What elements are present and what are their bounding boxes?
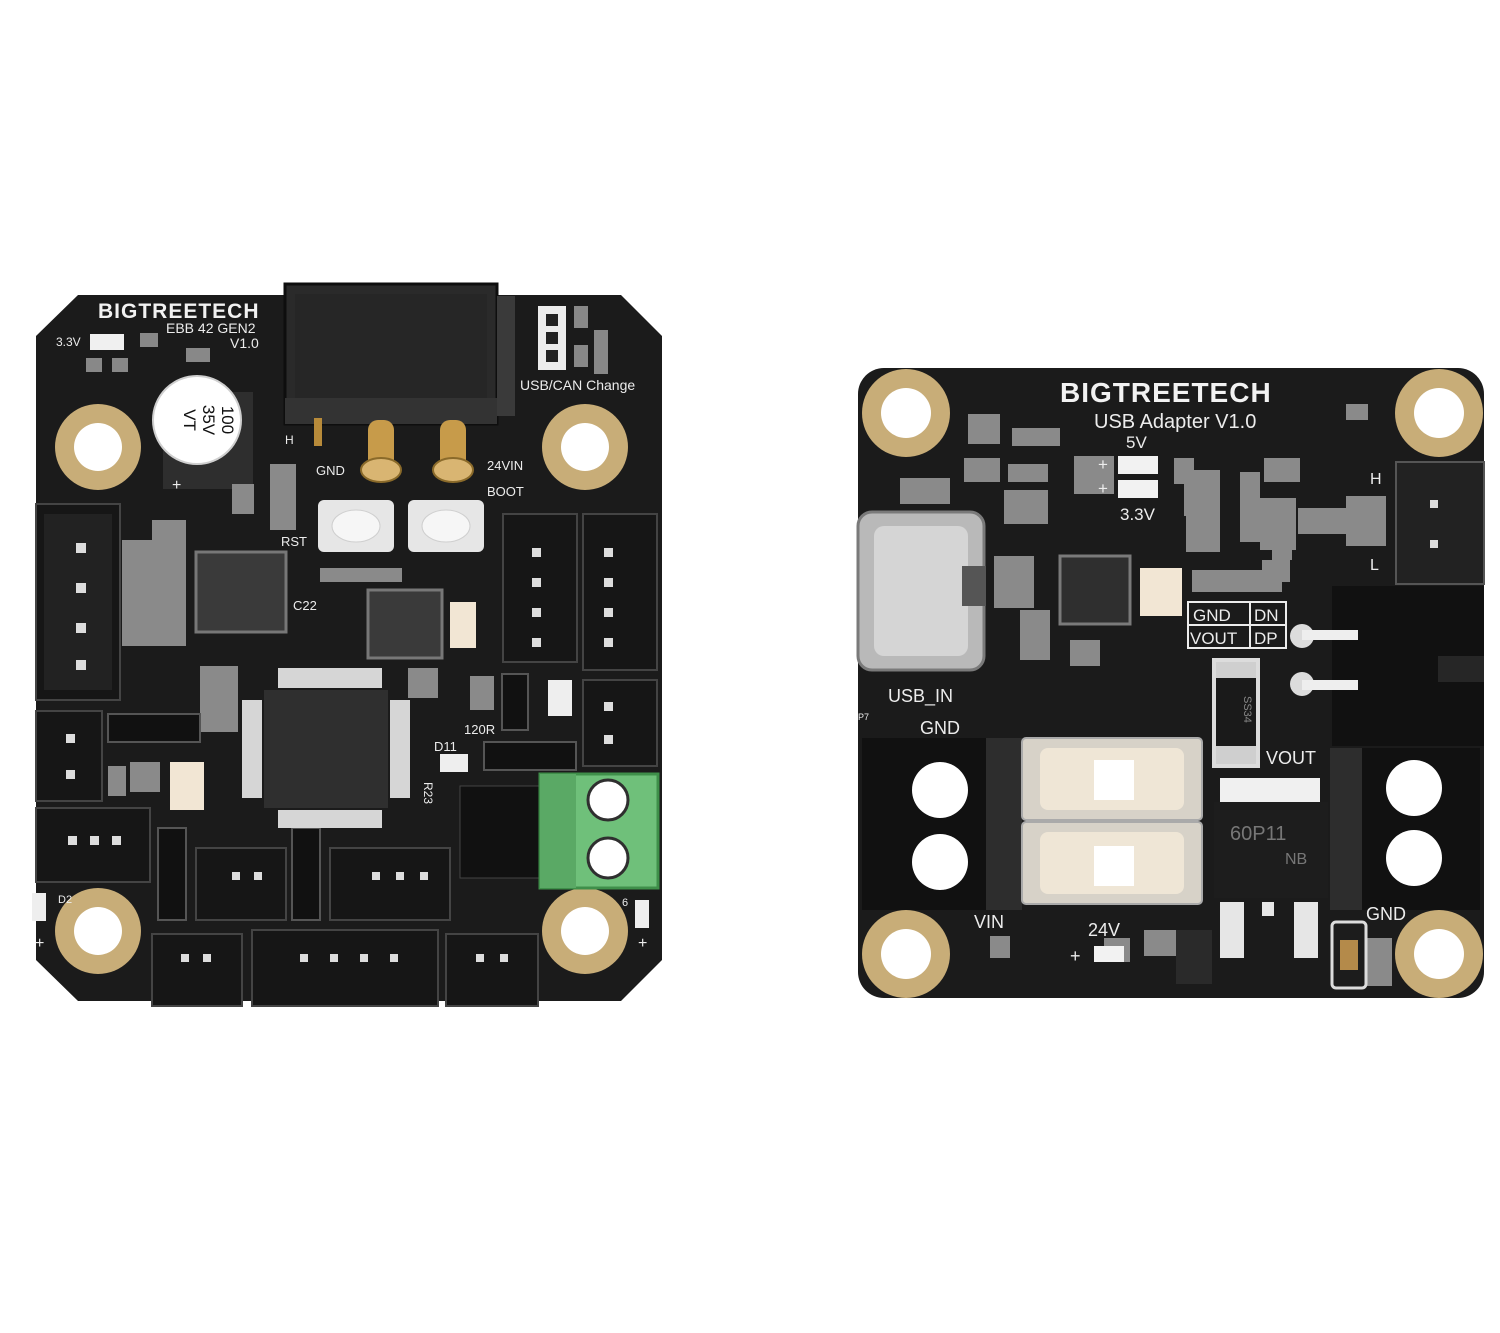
adapter-gnd-bottom-label: GND [1366,904,1406,924]
connector-right-c [582,679,658,767]
usb-adapter-board: SS34 60P11 NB [856,368,1485,998]
adapter-gnd-box-label: GND [1193,606,1231,625]
adapter-gnd-top-label: GND [920,718,960,738]
h-label: H [285,433,294,447]
r23-label: R23 [421,782,435,804]
adapter-dn-box-label: DN [1254,606,1279,625]
driver-chip [194,550,288,634]
electrolytic-capacitor: 100 35V VT [152,375,253,489]
adapter-33v-label: 3.3V [1120,505,1156,524]
capacitor-text-1: 100 [218,406,237,434]
d11-label: D11 [434,739,457,754]
capacitor-text-2: 35V [199,405,218,436]
fuse-top [1021,737,1203,821]
d2-label: D2 [58,894,72,906]
plus-mark-left: + [35,935,44,952]
mounting-hole-top-right [542,404,628,490]
regulator-code: 60P11 [1230,823,1286,845]
connector-mid-1 [195,847,287,921]
adapter-plus-b: + [1098,479,1108,498]
connector-mid-2 [329,847,451,921]
adapter-hole-bottom-right [1395,910,1483,998]
rst-label: RST [281,534,307,549]
gnd-pin [360,420,402,483]
mounting-hole-bottom-left [55,888,141,974]
plus-mark-right: + [638,935,647,952]
adapter-p7-label: P7 [858,712,869,722]
adapter-dp-box-label: DP [1254,629,1278,648]
adapter-h-label: H [1370,471,1382,488]
capacitor-text-3: VT [180,409,199,431]
adapter-vout-box-label: VOUT [1190,629,1237,648]
boot-label: BOOT [487,484,524,499]
ebb42-led-label: 3.3V [56,335,81,349]
adapter-hole-top-right [1395,369,1483,457]
adapter-l-label: L [1370,557,1379,574]
capacitor-polarity-mark: + [172,477,181,494]
adapter-vout-label: VOUT [1266,748,1316,768]
mounting-hole-bottom-right [542,888,628,974]
power-output-connector [1290,586,1484,746]
green-terminal-block [538,772,660,890]
adapter-model-label: USB Adapter V1.0 [1094,411,1256,433]
adapter-usb-in-label: USB_IN [888,686,953,707]
regulator-code-2: NB [1285,851,1307,868]
diode-ss34: SS34 [1212,658,1260,768]
r120-label: 120R [464,722,495,737]
connector-right-a [502,513,578,663]
usb-chip [1058,554,1132,626]
adapter-hole-bottom-left [862,910,950,998]
usb-can-change-label: USB/CAN Change [520,377,635,393]
connector-right-b [582,513,658,671]
gnd-terminal [1330,748,1480,910]
adapter-24v-label: 24V [1088,920,1120,940]
rst-button [318,500,394,552]
adapter-plus-a: + [1098,455,1108,474]
can-chip [366,588,444,660]
vin-label: 24VIN [487,458,523,473]
fuse-bottom [1021,821,1203,905]
corner-mark: 6 [622,897,628,909]
mcu-chip [242,668,410,828]
adapter-5v-label: 5V [1126,433,1147,452]
adapter-vin-label: VIN [974,912,1004,932]
ebb42-brand-logo: BIGTREETECH [98,300,260,323]
connector-bottom-1 [151,933,243,1007]
mounting-hole-top-left [55,404,141,490]
ebb42-model-label: EBB 42 GEN2 [166,320,256,336]
connector-left-3pin [35,710,103,802]
adapter-plus-24v: + [1070,946,1081,966]
regulator-60p11: 60P11 NB [1214,778,1328,958]
can-connector [1395,461,1485,585]
vin-pin [432,420,474,483]
adapter-hole-top-left [862,369,950,457]
ebb42-version-label: V1.0 [230,335,259,351]
c22-label: C22 [293,598,317,613]
adapter-brand-logo: BIGTREETECH [1060,377,1272,408]
usb-c-port [856,510,986,672]
connector-bottom-3 [445,933,539,1007]
ss34-marking: SS34 [1241,696,1253,723]
vin-terminal [862,738,1022,910]
gnd-label: GND [316,463,345,478]
ebb42-board: 100 35V VT [32,282,662,1007]
boot-button [408,500,484,552]
connector-bottom-2 [251,929,439,1007]
